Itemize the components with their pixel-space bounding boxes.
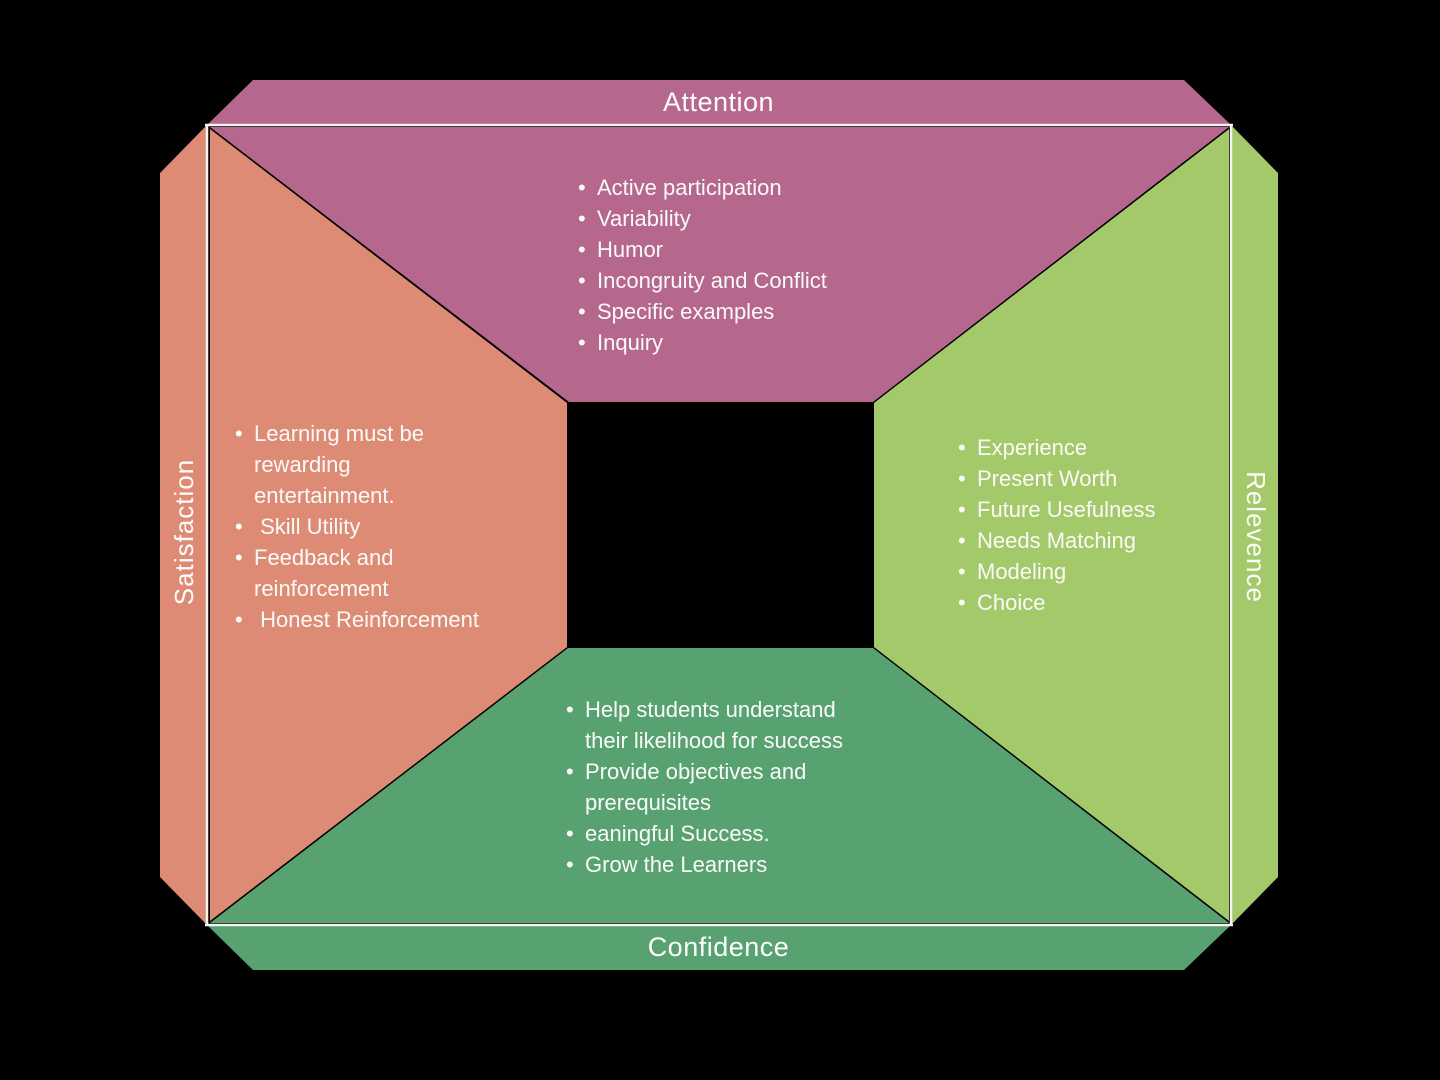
- list-item-text: Specific examples: [597, 299, 775, 324]
- satisfaction-list: Learning must be rewarding entertainment…: [235, 418, 494, 635]
- confidence-list: Help students understand their likelihoo…: [566, 694, 865, 880]
- list-item: Variability: [578, 203, 877, 234]
- list-item: Needs Matching: [958, 525, 1237, 556]
- list-item-text: Future Usefulness: [977, 497, 1156, 522]
- list-item-text: Needs Matching: [977, 528, 1136, 553]
- list-item: Humor: [578, 234, 877, 265]
- list-item-text: eaningful Success.: [585, 821, 770, 846]
- list-item-text: Feedback and reinforcement: [254, 545, 400, 601]
- list-item-text: Humor: [597, 237, 664, 262]
- list-item: Active participation: [578, 172, 877, 203]
- satisfaction-title: Satisfaction: [168, 458, 199, 606]
- attention-title-band-shape: [208, 80, 1230, 124]
- list-item: Skill Utility: [235, 511, 494, 542]
- relevance-list: ExperiencePresent WorthFuture Usefulness…: [958, 432, 1237, 618]
- list-item: Learning must be rewarding entertainment…: [235, 418, 494, 511]
- attention-list: Active participationVariabilityHumorInco…: [578, 172, 877, 358]
- list-item-text: Grow the Learners: [585, 852, 768, 877]
- confidence-title-band-shape: [208, 926, 1230, 970]
- relevance-title: Relevence: [1241, 471, 1272, 603]
- list-item-text: Learning must be rewarding entertainment…: [254, 421, 431, 508]
- list-item-text: Modeling: [977, 559, 1067, 584]
- list-item-text: Provide objectives and prerequisites: [585, 759, 813, 815]
- list-item-text: Active participation: [597, 175, 782, 200]
- list-item: Present Worth: [958, 463, 1237, 494]
- list-item-text: Choice: [977, 590, 1046, 615]
- satisfaction-title-band-shape: [160, 126, 206, 924]
- relevance-title-band-shape: [1232, 126, 1278, 924]
- list-item: Experience: [958, 432, 1237, 463]
- list-item: eaningful Success.: [566, 818, 865, 849]
- list-item-text: Present Worth: [977, 466, 1118, 491]
- list-item: Honest Reinforcement: [235, 604, 494, 635]
- list-item: Specific examples: [578, 296, 877, 327]
- list-item-text: Help students understand their likelihoo…: [585, 697, 844, 753]
- list-item: Modeling: [958, 556, 1237, 587]
- confidence-title: Confidence: [647, 932, 790, 962]
- list-item-text: Experience: [977, 435, 1088, 460]
- list-item-text: Honest Reinforcement: [254, 607, 480, 632]
- list-item-text: Skill Utility: [254, 514, 361, 539]
- attention-title: Attention: [662, 87, 775, 117]
- list-item-text: Incongruity and Conflict: [597, 268, 827, 293]
- list-item: Help students understand their likelihoo…: [566, 694, 865, 756]
- list-item: Grow the Learners: [566, 849, 865, 880]
- list-item-text: Inquiry: [597, 330, 664, 355]
- list-item: Provide objectives and prerequisites: [566, 756, 865, 818]
- list-item: Feedback and reinforcement: [235, 542, 494, 604]
- list-item: Future Usefulness: [958, 494, 1237, 525]
- list-item: Inquiry: [578, 327, 877, 358]
- list-item: Choice: [958, 587, 1237, 618]
- list-item: Incongruity and Conflict: [578, 265, 877, 296]
- list-item-text: Variability: [597, 206, 691, 231]
